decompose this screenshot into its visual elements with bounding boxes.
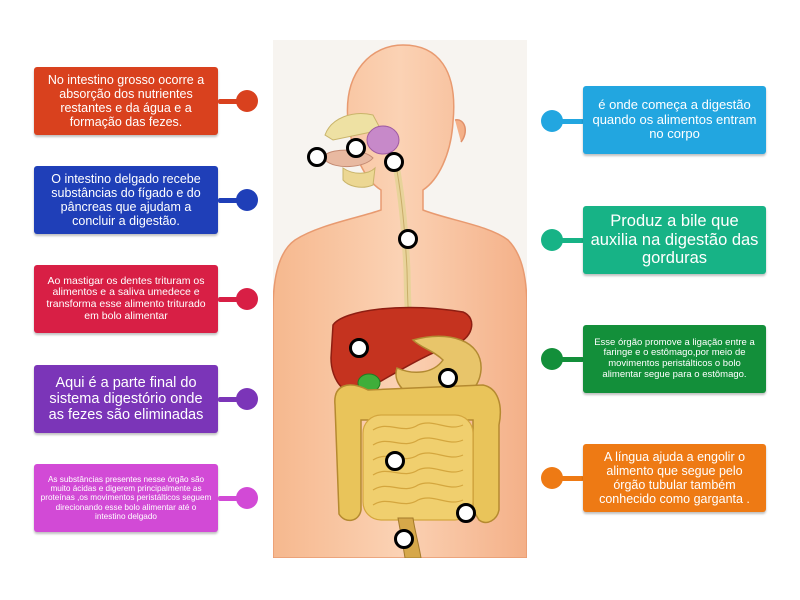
drag-handle[interactable] (541, 348, 563, 370)
digestive-system-illustration (273, 40, 527, 558)
hotspot-liver[interactable] (349, 338, 369, 358)
hotspot-mouth[interactable] (307, 147, 327, 167)
label-mouth-chewing[interactable]: Ao mastigar os dentes trituram os alimen… (34, 265, 218, 333)
connector (560, 476, 584, 481)
drag-handle[interactable] (236, 487, 258, 509)
label-esophagus[interactable]: Esse órgão promove a ligação entre a far… (583, 325, 766, 393)
small-intestine-organ (362, 414, 474, 521)
label-stomach[interactable]: As substâncias presentes nesse órgão são… (34, 464, 218, 532)
label-large-intestine[interactable]: No intestino grosso ocorre a absorção do… (34, 67, 218, 135)
connector (560, 119, 584, 124)
connector (218, 297, 240, 302)
label-pharynx[interactable]: A língua ajuda a engolir o alimento que … (583, 444, 766, 512)
drag-handle[interactable] (541, 229, 563, 251)
hotspot-pharynx[interactable] (384, 152, 404, 172)
connector (218, 496, 240, 501)
drag-handle[interactable] (236, 388, 258, 410)
hotspot-rectum[interactable] (394, 529, 414, 549)
brain-lobe (366, 125, 400, 155)
drag-handle[interactable] (236, 90, 258, 112)
drag-handle[interactable] (236, 288, 258, 310)
label-liver[interactable]: Produz a bile que auxilia na digestão da… (583, 206, 766, 274)
label-text: No intestino grosso ocorre a absorção do… (47, 73, 205, 129)
label-text: Produz a bile que auxilia na digestão da… (590, 212, 759, 268)
hotspot-large-intestine[interactable] (456, 503, 476, 523)
label-text: O intestino delgado recebe substâncias d… (51, 172, 201, 228)
drag-handle[interactable] (541, 110, 563, 132)
drag-handle[interactable] (236, 189, 258, 211)
hotspot-esophagus[interactable] (398, 229, 418, 249)
label-small-intestine[interactable]: O intestino delgado recebe substâncias d… (34, 166, 218, 234)
drag-handle[interactable] (541, 467, 563, 489)
label-text: As substâncias presentes nesse órgão são… (40, 475, 212, 521)
label-text: é onde começa a digestão quando os alime… (592, 97, 757, 142)
label-text: Esse órgão promove a ligação entre a far… (594, 336, 755, 380)
label-mouth-start[interactable]: é onde começa a digestão quando os alime… (583, 86, 766, 154)
label-text: Aqui é a parte final do sistema digestór… (48, 374, 204, 424)
hotspot-salivary-gland[interactable] (346, 138, 366, 158)
label-anus-rectum[interactable]: Aqui é a parte final do sistema digestór… (34, 365, 218, 433)
connector (218, 99, 240, 104)
connector (218, 397, 240, 402)
label-text: Ao mastigar os dentes trituram os alimen… (46, 274, 206, 322)
hotspot-stomach[interactable] (438, 368, 458, 388)
label-text: A língua ajuda a engolir o alimento que … (599, 450, 750, 506)
connector (560, 357, 584, 362)
connector (560, 238, 584, 243)
connector (218, 198, 240, 203)
hotspot-small-intestine[interactable] (385, 451, 405, 471)
